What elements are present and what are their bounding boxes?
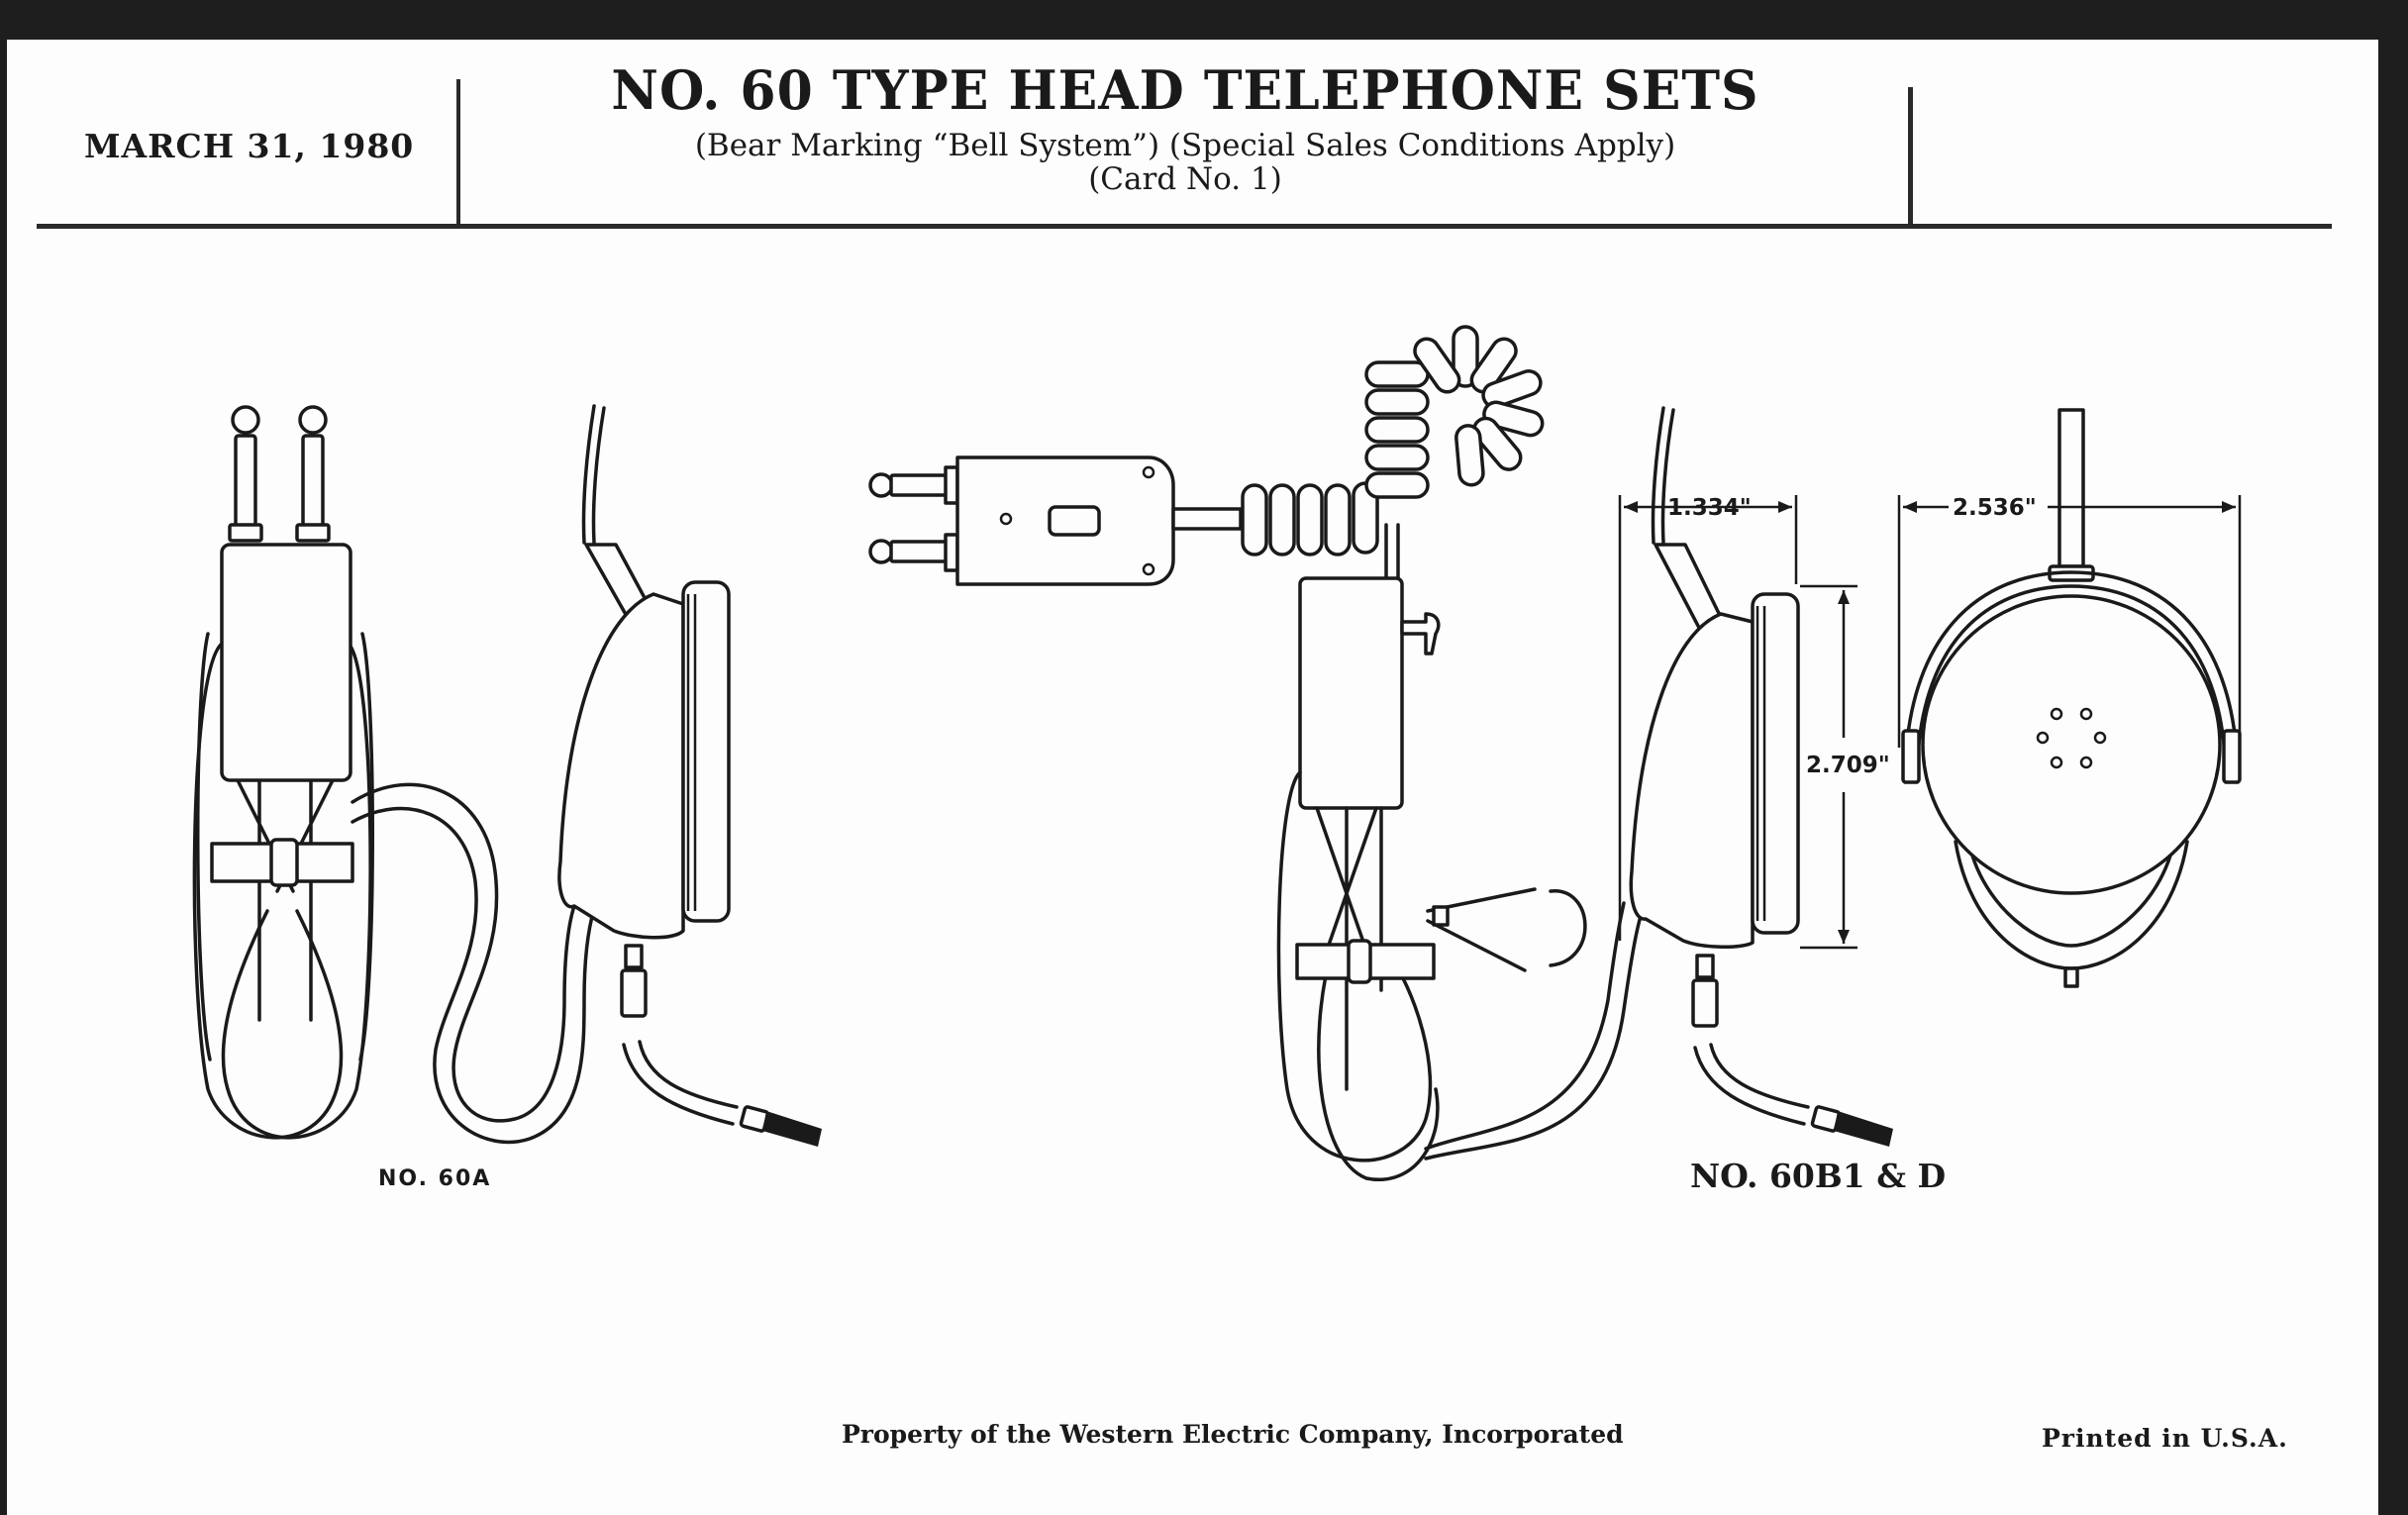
dimension-width: 2.536" [1953, 495, 2037, 521]
header-rule [37, 224, 2332, 229]
switch-lever [1400, 612, 1441, 656]
footer-printed: Printed in U.S.A. [2042, 1424, 2288, 1453]
header-divider [456, 79, 460, 226]
headset-60a-illustration [192, 404, 822, 1147]
receiver-front-view [1901, 408, 2242, 988]
dimension-depth: 1.334" [1667, 495, 1752, 521]
page-subtitle: (Bear Marking “Bell System”) (Special Sa… [694, 127, 1676, 163]
header-divider-mark [1908, 87, 1913, 226]
figure-label-60b: NO. 60B1 & D [1690, 1157, 1947, 1195]
headset-60b-illustration [868, 325, 2242, 1182]
cord-tip [1834, 1111, 1893, 1147]
figure-label-60a: NO. 60A [378, 1166, 492, 1191]
plug-body [220, 543, 352, 782]
plug-assembly [868, 455, 1243, 586]
card-date: MARCH 31, 1980 [84, 127, 415, 165]
footer-property: Property of the Western Electric Company… [842, 1420, 1624, 1449]
receiver-cap [681, 580, 731, 923]
control-box [1298, 576, 1404, 810]
cord-tip [762, 1111, 822, 1147]
card-number: (Card No. 1) [1088, 160, 1282, 197]
title-block: NO. 60 TYPE HEAD TELEPHONE SETS (Bear Ma… [472, 58, 1898, 197]
page-title: NO. 60 TYPE HEAD TELEPHONE SETS [611, 58, 1759, 123]
dimension-height: 2.709" [1806, 753, 1890, 778]
coiled-cord [1241, 325, 1545, 581]
plug-tips-icon [228, 405, 331, 543]
